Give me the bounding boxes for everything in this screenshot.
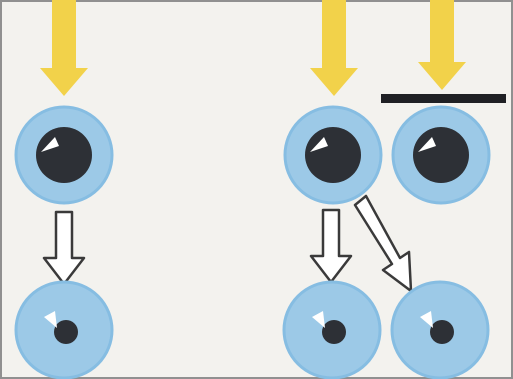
outline-arrow-center: [311, 210, 351, 282]
outline-arrow-diagonal: [355, 196, 411, 291]
eye-bottom-right: [392, 282, 488, 378]
pupil-large: [305, 127, 361, 183]
light-blocking-bar: [381, 94, 506, 103]
eye-top-left: [16, 107, 112, 203]
light-arrow-center: [310, 0, 358, 96]
outline-arrow-left: [44, 212, 84, 284]
pupil-small: [430, 320, 454, 344]
pupil-large: [413, 127, 469, 183]
light-arrow-right: [418, 0, 466, 90]
eye-top-center: [285, 107, 381, 203]
pupil-large: [36, 127, 92, 183]
pupil-small: [322, 320, 346, 344]
eye-bottom-center: [284, 282, 380, 378]
eye-top-right: [393, 107, 489, 203]
pupil-small: [54, 320, 78, 344]
light-arrow-left: [40, 0, 88, 96]
eye-bottom-left: [16, 282, 112, 378]
